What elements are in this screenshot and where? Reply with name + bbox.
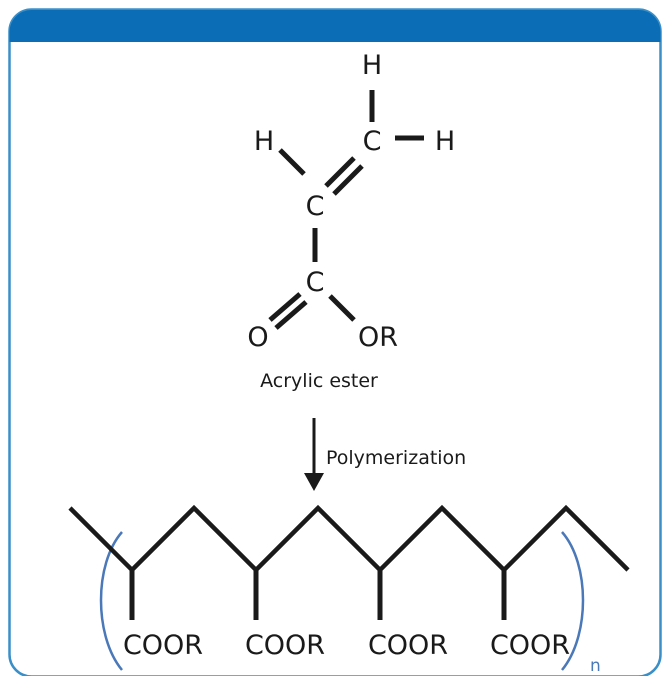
bond-c-or bbox=[328, 294, 356, 322]
monomer-name: Acrylic ester bbox=[260, 370, 378, 392]
atom-c-alpha: C bbox=[306, 191, 325, 222]
reaction-label: Polymerization bbox=[326, 447, 466, 469]
card-border bbox=[8, 8, 662, 676]
repeat-bracket-left bbox=[99, 531, 123, 671]
atom-h-right: H bbox=[435, 126, 455, 157]
diagram-frame: H C H H C C O OR Acrylic ester Polymeriz… bbox=[8, 8, 662, 676]
side-group-2: COOR bbox=[245, 630, 325, 661]
repeat-subscript: n bbox=[590, 656, 601, 676]
bond-c-o-double-2 bbox=[274, 300, 308, 330]
reaction-arrow-head bbox=[304, 473, 324, 491]
atom-c-vinyl: C bbox=[363, 126, 382, 157]
atom-o-double: O bbox=[247, 322, 268, 353]
side-group-3: COOR bbox=[368, 630, 448, 661]
bond-c-o-double-1 bbox=[268, 292, 302, 322]
bond-c-c-double-1 bbox=[324, 156, 356, 188]
atom-h-top: H bbox=[362, 50, 382, 81]
acrylic-polymerization-diagram: H C H H C C O OR Acrylic ester Polymeriz… bbox=[8, 8, 662, 676]
side-group-1: COOR bbox=[123, 630, 203, 661]
bond-c-c-double-2 bbox=[332, 164, 364, 196]
polymer-backbone bbox=[68, 504, 630, 574]
atom-h-left: H bbox=[254, 126, 274, 157]
card-header-bar bbox=[9, 10, 661, 42]
atom-c-carbonyl: C bbox=[306, 267, 325, 298]
bond-h-c-alpha bbox=[278, 148, 306, 176]
side-group-4: COOR bbox=[490, 630, 570, 661]
atom-or-group: OR bbox=[358, 322, 398, 353]
repeat-bracket-right bbox=[561, 531, 585, 671]
